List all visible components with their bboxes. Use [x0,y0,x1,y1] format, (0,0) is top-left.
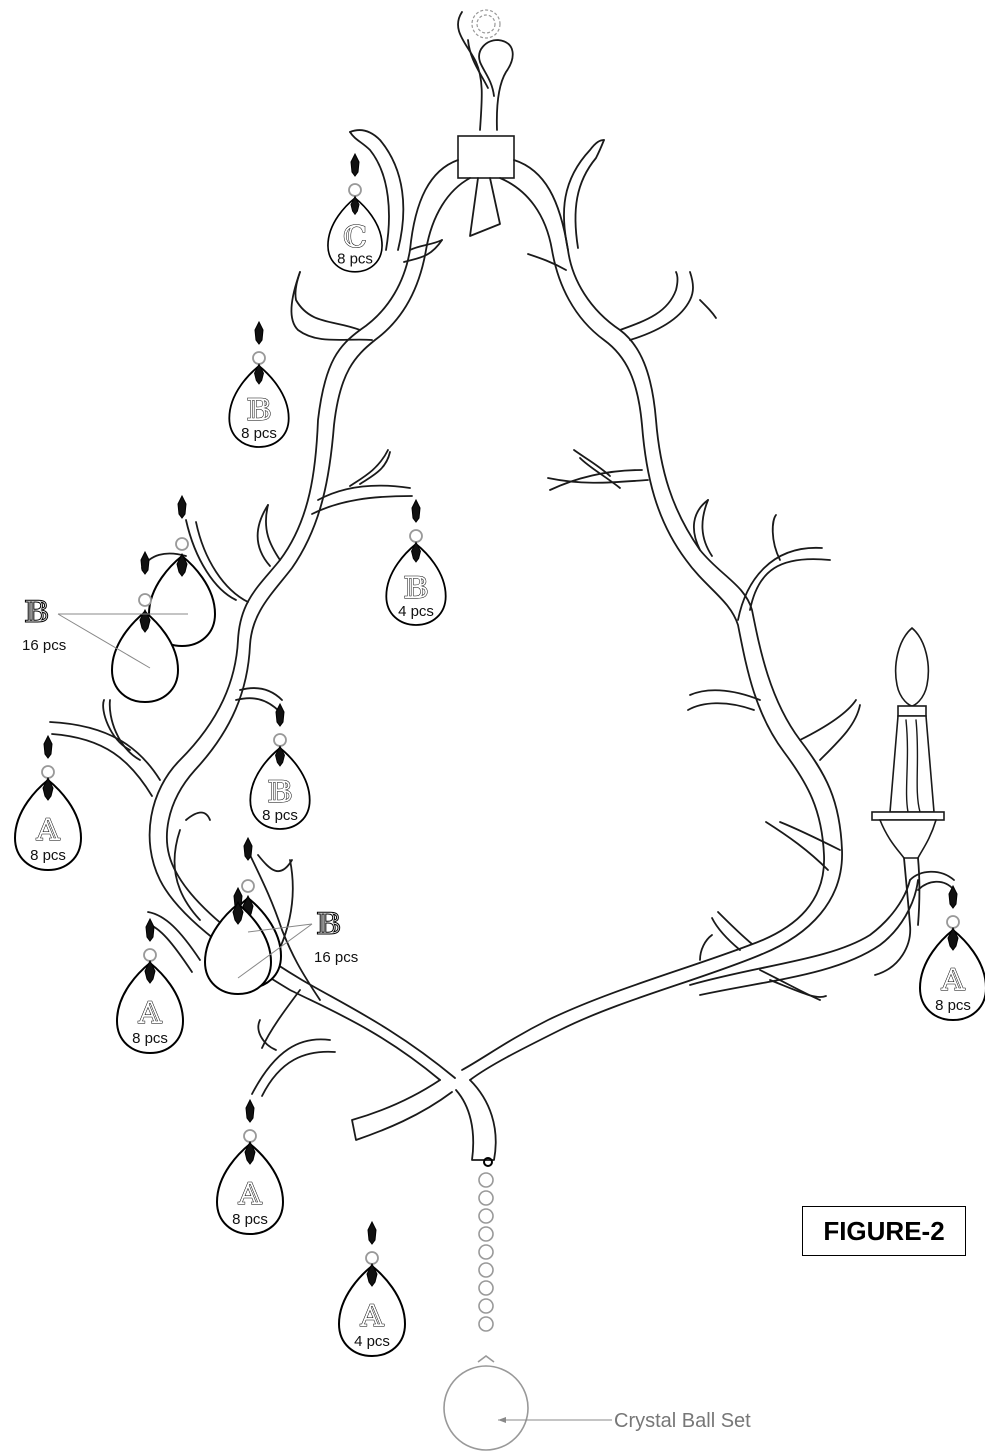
chain-link [478,1208,494,1224]
drop-quantity: 8 pcs [935,997,971,1014]
chain-link [478,1298,494,1314]
drop-quantity: 8 pcs [30,847,66,864]
crystal-ball [443,1365,529,1451]
drop-quantity: 8 pcs [337,251,373,268]
drop-letter: 𝔸 [237,1177,262,1212]
drop-letter: 𝔸 [35,813,60,848]
callout-upper: 𝔹 16 pcs [22,595,188,669]
drop-quantity: 8 pcs [232,1211,268,1228]
drop-quantity: 4 pcs [354,1333,390,1350]
hanging-hook [457,9,515,237]
crystal-ball-set: Crystal Ball Set [443,1172,751,1451]
chain-link [478,1190,494,1206]
crystal-drop: 𝔸8 pcs [216,1099,284,1235]
bottom-cross [351,1079,497,1167]
crystal-drop: 𝔹4 pcs [385,499,447,626]
crystal-drop: 𝔸8 pcs [919,885,985,1021]
chain-link [478,1244,494,1260]
drop-letter: 𝔹 [403,571,428,606]
figure-label: FIGURE-2 [802,1206,966,1256]
chain-link [478,1316,494,1332]
drop-letter: ℂ [343,220,367,255]
drop-letter: 𝔸 [359,1299,384,1334]
candle-holder [871,626,945,976]
drop-letter: 𝔹 [267,775,292,810]
drop-letter: 𝔹 [246,393,271,428]
crystal-drop: 𝔸8 pcs [116,918,184,1054]
canopy-block [457,135,515,179]
drop-quantity: 4 pcs [398,603,434,620]
crystal-drop: ℂ8 pcs [327,153,383,273]
drop-quantity: 8 pcs [262,807,298,824]
crystal-ball-label: Crystal Ball Set [614,1410,751,1432]
frame-right [461,139,955,1081]
chain-link [478,1226,494,1242]
drop-letter: 𝔸 [940,963,965,998]
drop-quantity: 8 pcs [132,1030,168,1047]
drop-quantity: 8 pcs [241,425,277,442]
callout-letter: 𝔹 [316,907,341,942]
drop-pair-lower [204,837,282,995]
callout-qty: 16 pcs [22,637,66,654]
frame-left [49,129,471,1097]
callout-qty: 16 pcs [314,949,358,966]
crystal-drop: 𝔸8 pcs [14,735,82,871]
crystal-drop: 𝔹8 pcs [249,703,311,830]
drop-pair-upper [111,495,216,703]
chain-link [478,1280,494,1296]
drop-letter: 𝔸 [137,996,162,1031]
crystal-drop: 𝔹8 pcs [228,321,290,448]
chain-link [478,1262,494,1278]
crystal-drop: 𝔸4 pcs [338,1221,406,1357]
callout-letter: 𝔹 [24,595,49,630]
chain-link [478,1172,494,1188]
callout-lower: 𝔹 16 pcs [237,907,358,979]
candle-bulb [894,626,930,707]
